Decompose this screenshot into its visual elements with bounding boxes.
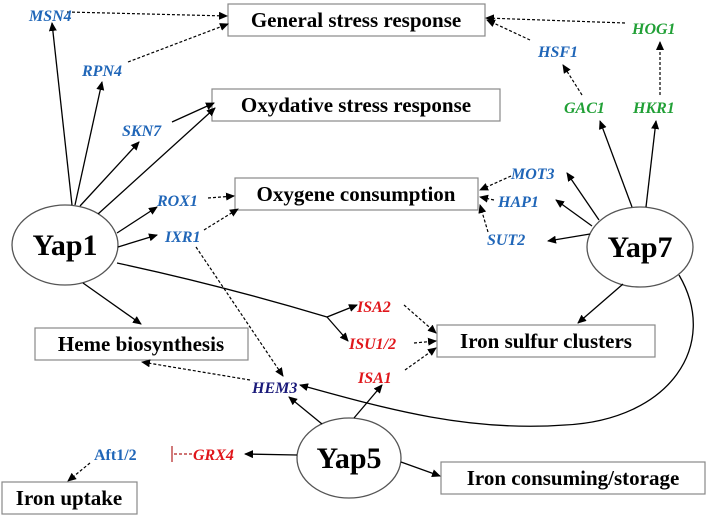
solid-edges xyxy=(48,22,694,478)
edge-yap5-isa1 xyxy=(353,384,383,419)
process-box-iron-consuming: Iron consuming/storage xyxy=(440,461,706,495)
edge-sut2-oxygen xyxy=(478,204,489,233)
svg-text:Oxygene consumption: Oxygene consumption xyxy=(257,182,456,206)
edge-skn7-oxidative xyxy=(171,102,215,123)
svg-text:Iron sulfur clusters: Iron sulfur clusters xyxy=(460,329,632,353)
edge-yap1-rox1 xyxy=(116,206,158,234)
edge-isa2-iron-sulfur xyxy=(403,304,437,334)
gene-rox1: ROX1 xyxy=(156,193,198,210)
gene-isu12: ISU1/2 xyxy=(348,336,396,353)
edge-ixr1-hem3 xyxy=(195,246,284,377)
svg-text:Oxydative stress response: Oxydative stress response xyxy=(241,93,471,117)
edge-yap7-iron-sulfur xyxy=(577,283,624,324)
svg-text:General stress response: General stress response xyxy=(251,8,461,32)
gene-mot3: MOT3 xyxy=(510,166,555,183)
gene-hkr1: HKR1 xyxy=(632,100,675,117)
gene-skn7: SKN7 xyxy=(122,123,162,140)
edge-hog1-general xyxy=(485,14,626,24)
edge-hsf1-general xyxy=(486,19,531,41)
svg-text:Iron uptake: Iron uptake xyxy=(16,486,122,510)
dashed-edges xyxy=(66,11,664,482)
svg-text:Heme biosynthesis: Heme biosynthesis xyxy=(58,332,224,356)
gene-msn4: MSN4 xyxy=(28,8,72,25)
edge-isu12-iron-sulfur xyxy=(413,337,437,346)
gene-isa2: ISA2 xyxy=(356,299,391,316)
gene-hog1: HOG1 xyxy=(631,21,676,38)
gene-ixr1: IXR1 xyxy=(164,229,201,246)
edge-yap7-hkr1 xyxy=(645,120,660,208)
gene-hsf1: HSF1 xyxy=(537,44,578,61)
edge-yap1-isu12 xyxy=(326,316,349,342)
process-box-heme-biosynthesis: Heme biosynthesis xyxy=(34,327,249,361)
edge-yap5-hem3 xyxy=(288,396,323,425)
edge-yap5-iron-consuming xyxy=(400,461,441,478)
edge-yap1-oxidative xyxy=(97,107,216,215)
edge-aft12-iron-uptake xyxy=(67,462,91,482)
svg-text:Iron consuming/storage: Iron consuming/storage xyxy=(467,466,680,490)
gene-gac1: GAC1 xyxy=(564,100,605,117)
gene-isa1: ISA1 xyxy=(357,370,392,387)
svg-text:Yap1: Yap1 xyxy=(32,229,97,262)
edge-rox1-oxygen xyxy=(207,192,235,201)
edge-yap1-isa2 xyxy=(116,262,358,318)
process-box-iron-uptake: Iron uptake xyxy=(1,481,138,515)
edge-gac1-hsf1 xyxy=(562,64,583,96)
edge-yap7-hap1 xyxy=(555,199,593,227)
hub-yap7: Yap7 xyxy=(586,206,694,288)
edge-yap1-ixr1 xyxy=(117,233,158,248)
edge-hem3-heme xyxy=(141,359,251,381)
edge-rpn4-general xyxy=(127,23,229,63)
edge-yap7-sut2 xyxy=(547,233,591,244)
edge-yap7-hem3 xyxy=(299,274,694,427)
edge-yap7-gac1 xyxy=(599,120,633,208)
gene-grx4: GRX4 xyxy=(193,447,234,464)
edge-yap1-heme xyxy=(82,282,142,325)
edge-mot3-oxygen xyxy=(479,175,512,191)
process-box-general-stress: General stress response xyxy=(227,3,486,37)
gene-hem3: HEM3 xyxy=(251,380,297,397)
edge-yap1-skn7 xyxy=(79,141,140,207)
gene-aft12: Aft1/2 xyxy=(94,447,137,464)
edge-yap5-grx4 xyxy=(244,450,298,459)
edge-yap1-msn4 xyxy=(48,22,73,206)
svg-text:Yap7: Yap7 xyxy=(607,231,672,264)
gene-sut2: SUT2 xyxy=(487,232,525,249)
svg-text:Yap5: Yap5 xyxy=(316,442,381,475)
inhibition-grx4-aft12 xyxy=(171,446,192,462)
gene-rpn4: RPN4 xyxy=(81,63,122,80)
edge-isa1-iron-sulfur xyxy=(404,347,437,371)
hub-yap1: Yap1 xyxy=(11,204,119,286)
gene-hap1: HAP1 xyxy=(497,194,539,211)
edge-yap7-mot3 xyxy=(566,172,600,221)
hub-yap5: Yap5 xyxy=(296,417,402,499)
edge-yap1-rpn4 xyxy=(74,81,105,206)
edge-msn4-general xyxy=(66,11,228,20)
edge-ixr1-oxygen xyxy=(203,208,239,231)
process-box-oxidative-stress: Oxydative stress response xyxy=(211,88,501,122)
edge-hap1-oxygen xyxy=(479,194,495,203)
process-box-iron-sulfur: Iron sulfur clusters xyxy=(436,324,656,358)
process-box-oxygen-consumption: Oxygene consumption xyxy=(234,177,479,211)
